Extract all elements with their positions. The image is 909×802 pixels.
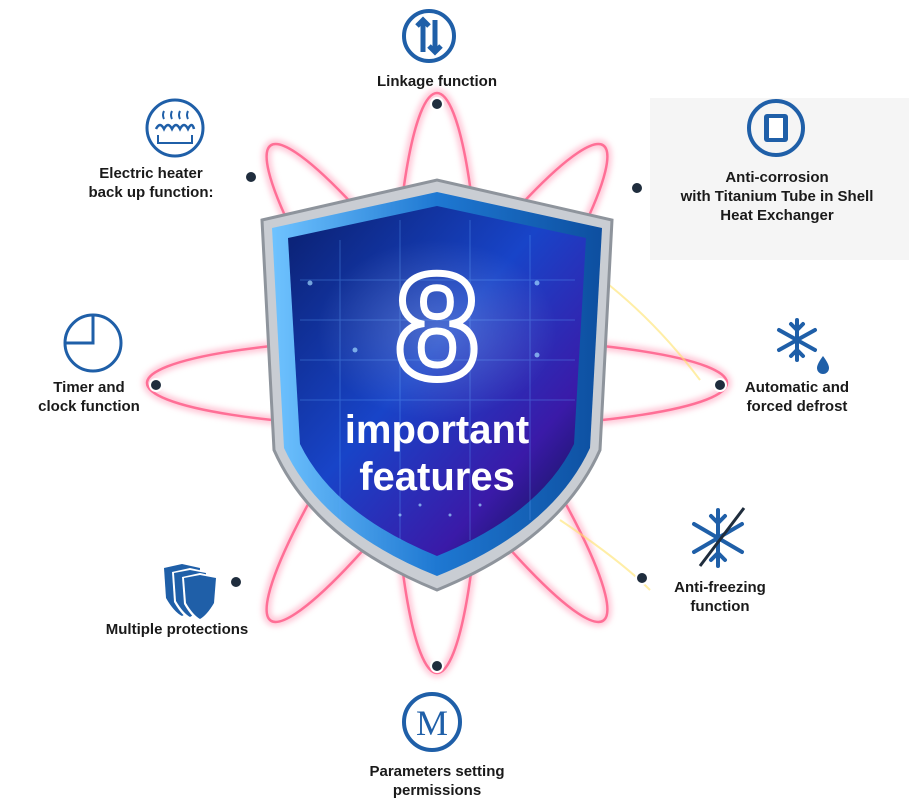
snowflake-droplet-icon bbox=[777, 318, 829, 374]
label-parameters: Parameters setting permissions bbox=[369, 763, 505, 799]
central-shield bbox=[260, 178, 614, 592]
m-circle-icon: M bbox=[402, 692, 462, 752]
center-line1: important bbox=[345, 408, 529, 452]
svg-text:M: M bbox=[416, 703, 448, 743]
label-anti-freezing: Anti-freezing function bbox=[674, 579, 766, 615]
label-protections: Multiple protections bbox=[105, 621, 249, 638]
crossed-snowflake-icon bbox=[692, 507, 746, 568]
orbit-dots bbox=[149, 97, 727, 673]
label-linkage: Linkage function bbox=[377, 73, 497, 90]
heater-coil-icon bbox=[145, 98, 205, 158]
label-timer: Timer and clock function bbox=[38, 379, 140, 415]
stacked-shields-icon bbox=[164, 564, 218, 622]
label-electric-heater: Electric heater back up function: bbox=[88, 165, 214, 201]
center-number: 8 bbox=[395, 242, 478, 410]
center-line2: features bbox=[359, 455, 515, 499]
label-anti-corrosion: Anti-corrosion with Titanium Tube in She… bbox=[680, 169, 874, 224]
label-defrost: Automatic and forced defrost bbox=[744, 379, 850, 415]
clock-icon bbox=[63, 313, 123, 373]
titanium-tube-icon bbox=[747, 99, 805, 157]
center-title: 8 important features bbox=[345, 239, 529, 500]
linkage-arrows-icon bbox=[402, 9, 456, 63]
